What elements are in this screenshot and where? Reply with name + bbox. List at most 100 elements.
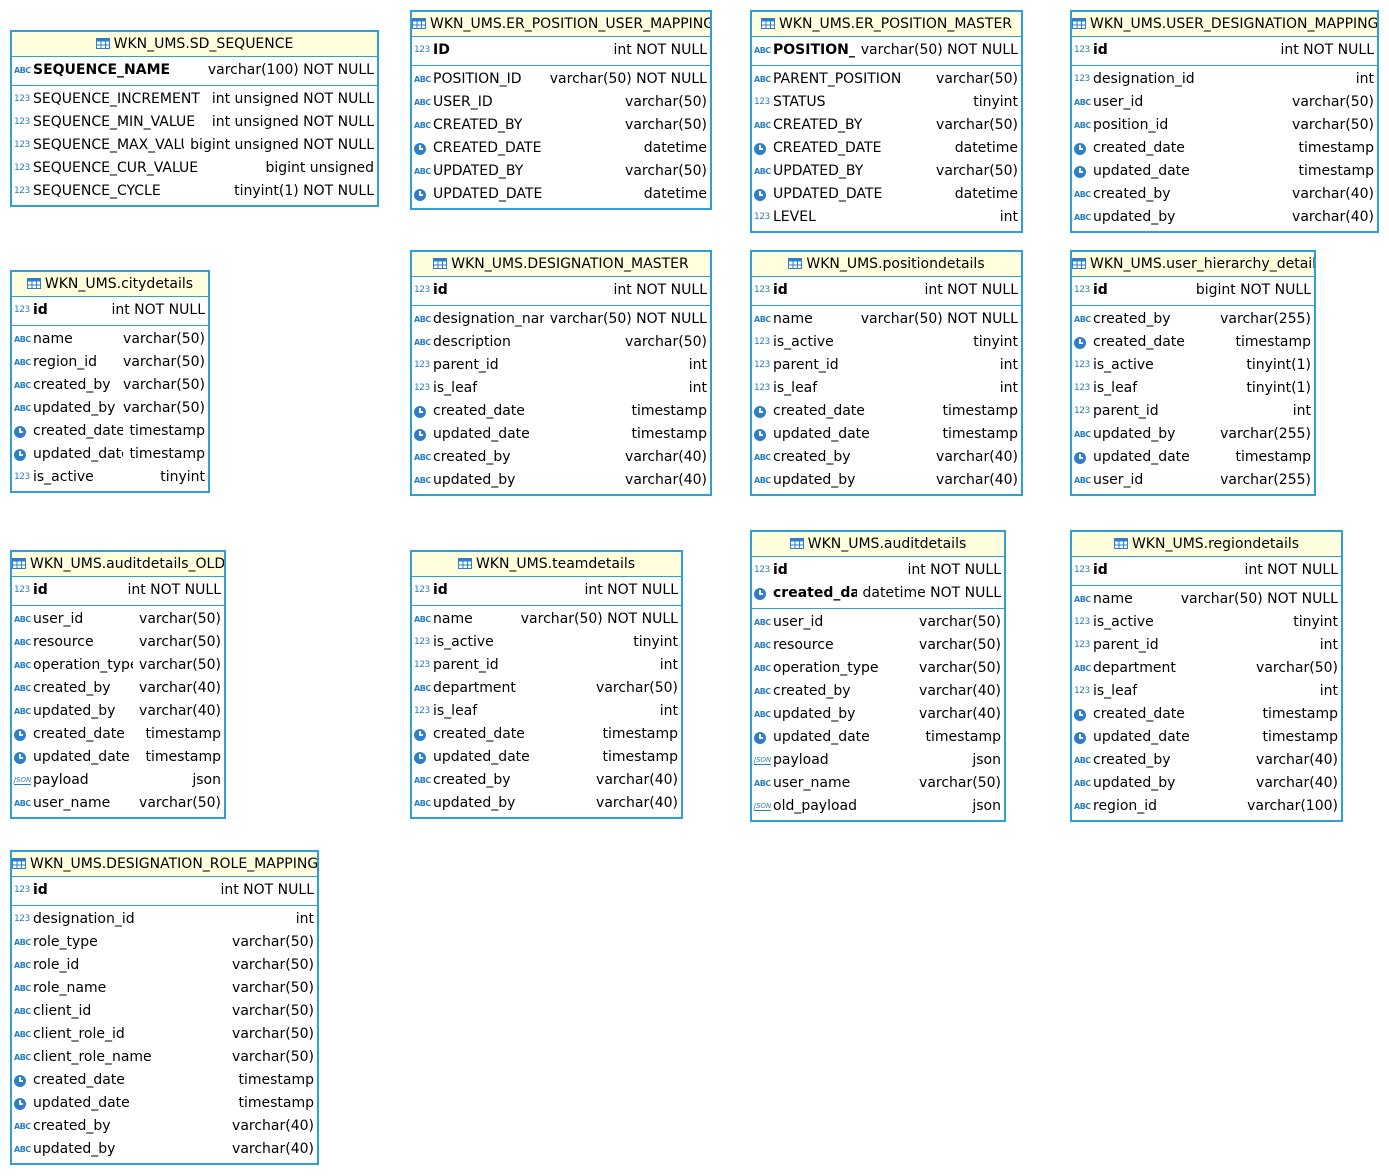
table-header[interactable]: WKN_UMS.SD_SEQUENCE [12, 32, 377, 57]
table-header[interactable]: WKN_UMS.ER_POSITION_USER_MAPPING [412, 12, 710, 37]
table-header[interactable]: WKN_UMS.auditdetails_OLD [12, 552, 224, 577]
table-header[interactable]: WKN_UMS.citydetails [12, 272, 208, 297]
table-header[interactable]: WKN_UMS.DESIGNATION_MASTER [412, 252, 710, 277]
primary-key-row[interactable]: created_datedatetime NOT NULL [752, 582, 1004, 605]
table-header[interactable]: WKN_UMS.teamdetails [412, 552, 681, 577]
table-header[interactable]: WKN_UMS.user_hierarchy_details [1072, 252, 1314, 277]
table-header[interactable]: WKN_UMS.auditdetails [752, 532, 1004, 557]
table-header[interactable]: WKN_UMS.USER_DESIGNATION_MAPPING [1072, 12, 1377, 37]
entity-table[interactable]: WKN_UMS.ER_POSITION_MASTERABCPOSITION_ID… [750, 10, 1023, 233]
